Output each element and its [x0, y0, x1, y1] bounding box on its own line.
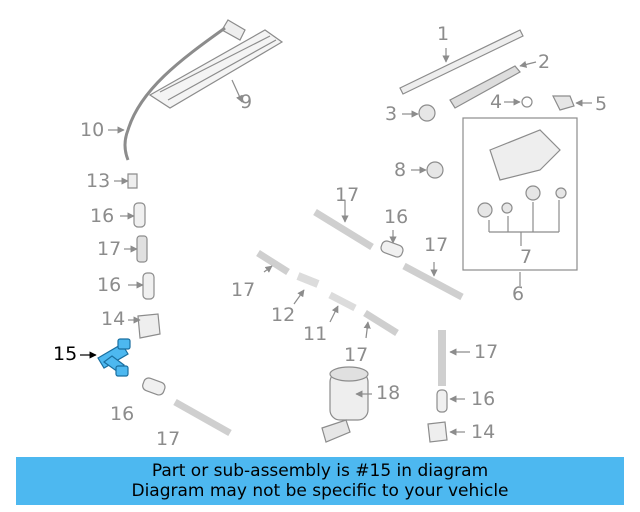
callout-14-right: 14	[471, 421, 496, 443]
callout-16-e: 16	[471, 388, 496, 410]
callout-14-left: 14	[101, 308, 126, 330]
right-column-parts	[427, 330, 470, 443]
callout-4: 4	[490, 91, 503, 113]
callout-17-b: 17	[97, 238, 122, 260]
info-banner: Part or sub-assembly is #15 in diagram D…	[16, 457, 624, 505]
callout-5: 5	[595, 93, 608, 115]
callout-13: 13	[86, 170, 111, 192]
center-tubes	[256, 200, 464, 339]
callout-17-d: 17	[231, 279, 256, 301]
callout-12: 12	[271, 304, 296, 326]
callout-16-a: 16	[90, 205, 115, 227]
callout-9: 9	[240, 91, 253, 113]
callout-16-b: 16	[97, 274, 122, 296]
callout-18: 18	[376, 382, 401, 404]
washer-pump-part-18	[321, 366, 372, 443]
callout-1: 1	[437, 23, 450, 45]
rail-part-9	[148, 19, 284, 109]
wiper-blade-part-1	[399, 29, 524, 95]
callout-17-e: 17	[344, 344, 369, 366]
cap-part-3	[402, 104, 436, 122]
motor-assembly-box-part-6	[462, 117, 578, 286]
nut-part-4	[504, 96, 533, 108]
callout-7: 7	[520, 246, 533, 268]
grommet-part-8	[411, 161, 444, 179]
banner-line-1: Part or sub-assembly is #15 in diagram	[151, 461, 489, 481]
callout-16-c: 16	[384, 206, 409, 228]
cap-part-5	[552, 95, 592, 111]
callout-16-d: 16	[110, 403, 135, 425]
banner-line-2: Diagram may not be specific to your vehi…	[131, 481, 509, 501]
connector-part-13	[114, 173, 138, 189]
callout-10: 10	[80, 119, 105, 141]
wiper-arm-part-2	[449, 60, 537, 109]
callout-17-c: 17	[424, 234, 449, 256]
callout-15: 15	[53, 343, 78, 365]
parts-diagram	[80, 19, 592, 443]
callout-2: 2	[538, 51, 551, 73]
callout-11: 11	[303, 323, 328, 345]
callout-17-g: 17	[156, 428, 181, 450]
callout-17-f: 17	[474, 341, 499, 363]
callout-17-a: 17	[335, 184, 360, 206]
callout-6: 6	[512, 283, 525, 305]
bottom-left-tubes	[142, 377, 232, 437]
callout-3: 3	[385, 103, 398, 125]
hose-part-10	[108, 26, 226, 161]
highlighted-part-15	[80, 338, 131, 377]
left-tubes	[120, 202, 161, 339]
callout-8: 8	[394, 159, 407, 181]
